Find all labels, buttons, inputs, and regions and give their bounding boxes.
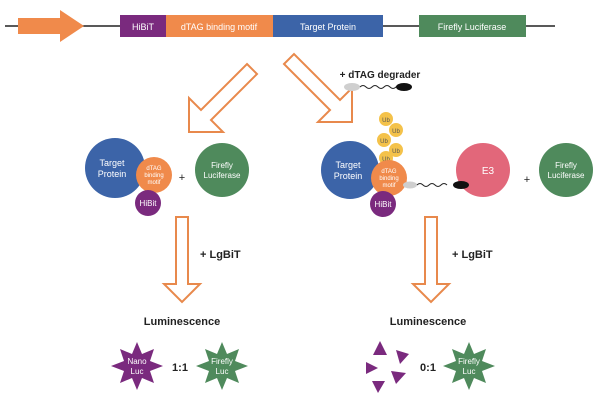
construct-bar: HiBiT dTAG binding motif Target Protein …: [5, 10, 555, 42]
construct-firefly-label: Firefly Luciferase: [438, 22, 507, 32]
left-plus: +: [179, 172, 185, 184]
construct-dtag-motif: [166, 15, 273, 37]
firefly-star-right: [443, 342, 495, 390]
construct-hibit: [120, 15, 166, 37]
construct-firefly-luciferase: [419, 15, 526, 37]
right-dtag-motif: [371, 160, 407, 196]
ub-tag-3-label: Ub: [380, 139, 388, 145]
degrader-ligand-black: [396, 83, 412, 91]
fragment-5: [372, 381, 385, 393]
promoter-arrow: [18, 10, 84, 42]
ub-tag-3: [377, 133, 391, 147]
ratio-right: 0:1: [420, 362, 436, 374]
right-firefly-line2: Luciferase: [548, 171, 585, 180]
right-motif-line3: motif: [382, 183, 395, 189]
degrader-ligand-grey: [344, 83, 360, 91]
down-arrow-right: [410, 216, 452, 304]
firefly-star-left: [196, 342, 248, 390]
left-hibit-label: HiBit: [140, 199, 158, 208]
right-hibit: [370, 191, 396, 217]
construct-dtag-motif-label: dTAG binding motif: [181, 22, 258, 32]
left-firefly-line1: Firefly: [211, 161, 233, 170]
right-target-line2: Protein: [334, 171, 363, 181]
right-motif-line1: dTAG: [381, 169, 397, 175]
e3-label: E3: [482, 166, 495, 177]
diagonal-arrow-left: [188, 62, 259, 133]
left-dtag-motif: [136, 157, 172, 193]
ub-tag-1-label: Ub: [382, 118, 390, 124]
firefly-right-line2: Luc: [463, 367, 476, 376]
nanoluc-line2: Luc: [131, 367, 144, 376]
ub-tag-2-label: Ub: [392, 129, 400, 135]
ub-tag-4-label: Ub: [392, 149, 400, 155]
right-target-line1: Target: [335, 160, 361, 170]
construct-target-protein-label: Target Protein: [300, 22, 356, 32]
ubiquitin-chain: Ub Ub Ub Ub Ub: [377, 112, 403, 165]
left-hibit: [135, 190, 161, 216]
right-firefly-line1: Firefly: [555, 161, 577, 170]
diagonal-arrow-right: [282, 52, 353, 123]
left-motif-line1: dTAG: [146, 166, 162, 172]
lgbit-right-label: + LgBiT: [452, 249, 493, 261]
left-target-line2: Protein: [98, 169, 127, 179]
left-target-line1: Target: [99, 158, 125, 168]
firefly-left-line2: Luc: [216, 367, 229, 376]
fragment-3: [366, 362, 378, 374]
fragment-4: [391, 371, 406, 384]
construct-target-protein: [273, 15, 383, 37]
ub-tag-1: [379, 112, 393, 126]
right-hibit-label: HiBit: [375, 200, 393, 209]
fragment-1: [373, 341, 387, 355]
construct-hibit-label: HiBiT: [132, 22, 155, 32]
right-firefly-luciferase: [539, 143, 593, 197]
left-motif-line2: binding: [144, 173, 163, 179]
fragment-2: [396, 350, 409, 364]
bound-degrader: [403, 181, 448, 189]
left-target-protein: [85, 138, 145, 198]
ub-tag-4: [389, 143, 403, 157]
fragmented-nanoluc: [366, 341, 409, 393]
bound-ligand-black: [453, 181, 469, 189]
left-firefly-luciferase: [195, 143, 249, 197]
e3-ligase: [456, 143, 510, 197]
bound-linker: [416, 183, 448, 187]
luminescence-right-label: Luminescence: [390, 316, 466, 328]
luminescence-left-label: Luminescence: [144, 316, 220, 328]
firefly-left-line1: Firefly: [211, 357, 233, 366]
degrader-label: + dTAG degrader: [340, 70, 421, 81]
ub-tag-2: [389, 123, 403, 137]
left-motif-line3: motif: [147, 180, 160, 186]
nanoluc-line1: Nano: [127, 357, 147, 366]
dtag-degrader: + dTAG degrader: [340, 70, 421, 91]
ub-tag-5-label: Ub: [382, 157, 390, 163]
down-arrow-left: [161, 216, 203, 304]
nanoluc-star: [111, 342, 163, 390]
left-complex: Target Protein dTAG binding motif HiBit …: [85, 138, 249, 216]
firefly-right-line1: Firefly: [458, 357, 480, 366]
lgbit-left-label: + LgBiT: [200, 249, 241, 261]
right-complex: Target Protein Ub Ub Ub Ub Ub dTAG bindi…: [321, 112, 593, 217]
ratio-left: 1:1: [172, 362, 188, 374]
right-target-protein: [321, 141, 379, 199]
degrader-linker: [359, 85, 403, 89]
bound-ligand-grey: [403, 181, 417, 189]
right-plus: +: [524, 174, 530, 186]
left-firefly-line2: Luciferase: [204, 171, 241, 180]
right-motif-line2: binding: [379, 176, 398, 182]
